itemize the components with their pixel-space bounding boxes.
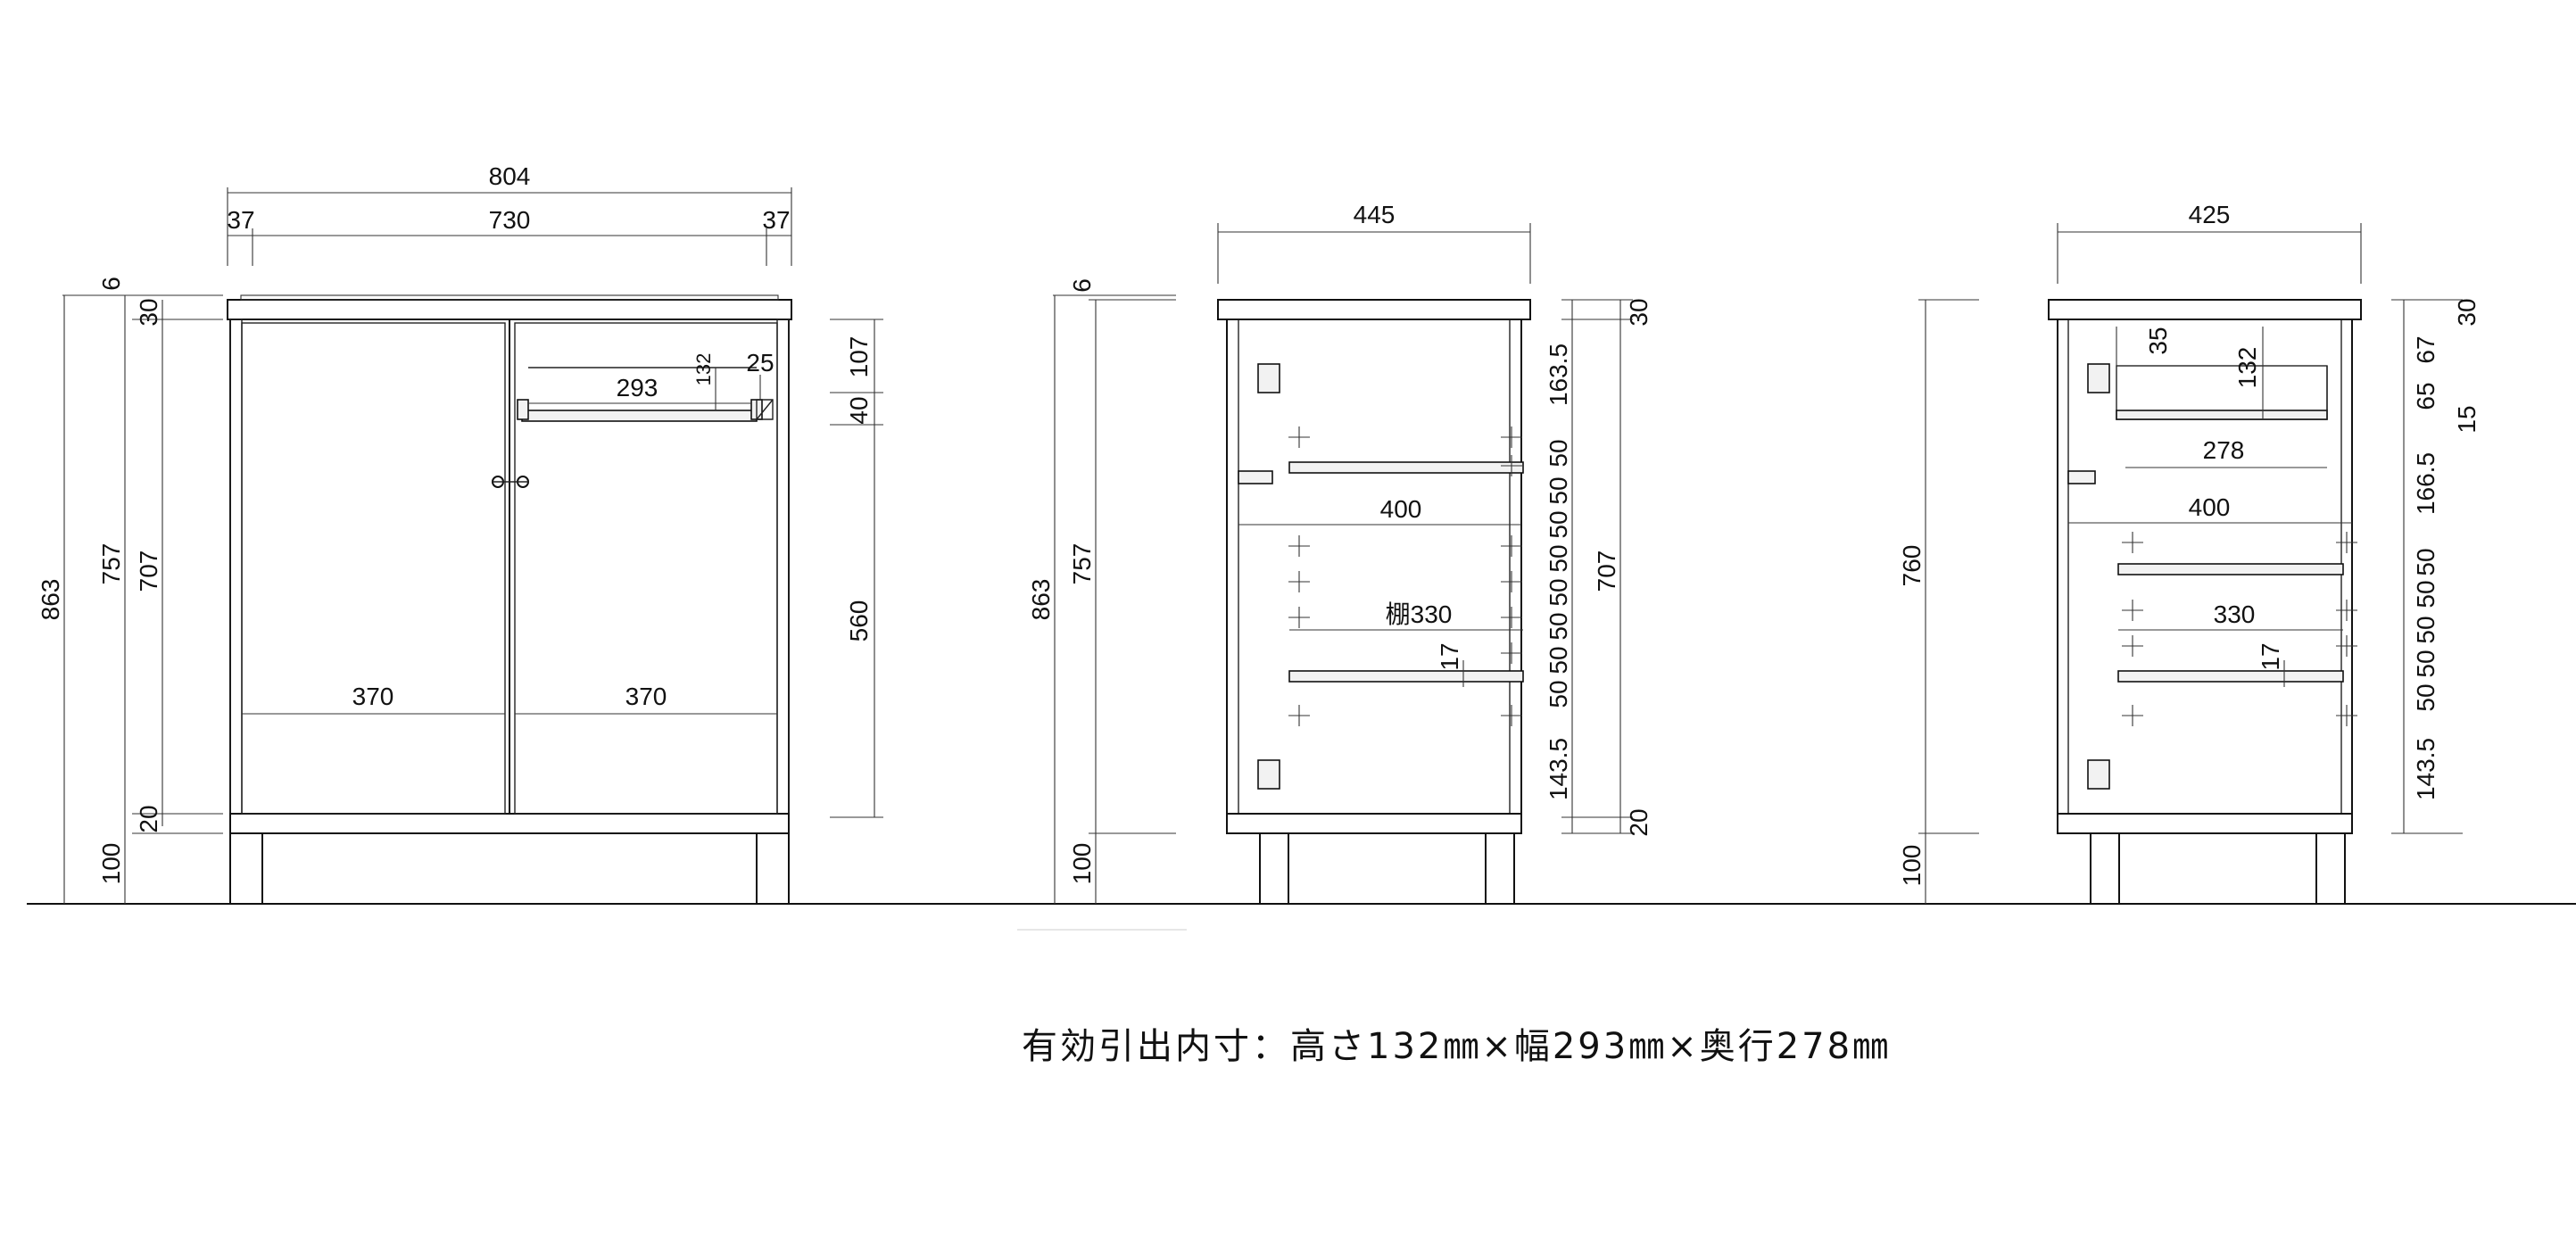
front-dim-drawer-rail: 40 — [845, 396, 873, 424]
front-leg-right — [756, 832, 790, 905]
front-dim-door-left: 370 — [352, 683, 394, 710]
front-dim-drawer-zone: 107 — [845, 336, 873, 378]
center-shelf-pins — [1288, 426, 1522, 726]
front-drawer-box — [521, 410, 758, 422]
front-dim-door-right: 370 — [625, 683, 667, 710]
front-dim-30: 30 — [135, 298, 162, 326]
front-dim-730: 730 — [489, 206, 531, 234]
right-dim-pitch-5: 50 — [2412, 683, 2439, 711]
right-dim-pitch-1: 50 — [2412, 548, 2439, 575]
right-dim-100: 100 — [1898, 845, 1926, 887]
right-dim-30: 30 — [2453, 298, 2481, 326]
right-bottom-board — [2057, 813, 2353, 834]
front-top-board-edge — [240, 294, 779, 301]
center-dim-707: 707 — [1593, 550, 1620, 592]
center-dim-863: 863 — [1027, 579, 1055, 621]
center-dim-17: 17 — [1436, 642, 1463, 670]
front-dim-drawer-gap: 25 — [746, 349, 774, 377]
side-view-center: 445 863 757 6 100 400 棚330 17 30 707 20 … — [1027, 201, 1652, 905]
front-dim-drawer-height: 132 — [692, 353, 715, 386]
right-dim-143-5: 143.5 — [2412, 738, 2439, 800]
center-hinge-top — [1257, 363, 1280, 393]
center-shelf-top — [1288, 461, 1524, 474]
front-dim-door-zone: 560 — [845, 600, 873, 642]
right-shelf-pins — [2122, 532, 2357, 726]
front-dim-drawer-width: 293 — [617, 374, 658, 401]
right-leg-right — [2315, 832, 2346, 905]
center-bottom-board — [1226, 813, 1522, 834]
right-hinge-top — [2087, 363, 2110, 393]
center-dim-30: 30 — [1625, 298, 1652, 326]
right-dim-760: 760 — [1898, 545, 1926, 587]
center-leg-left — [1259, 832, 1289, 905]
right-dim-pitch-3: 50 — [2412, 616, 2439, 643]
center-carcass — [1226, 319, 1522, 827]
right-dim-pitch-4: 50 — [2412, 650, 2439, 677]
right-dim-425: 425 — [2189, 201, 2231, 228]
front-dim-37-left: 37 — [227, 206, 254, 234]
center-dim-shelf: 棚330 — [1386, 600, 1453, 628]
right-dim-pitch-2: 50 — [2412, 580, 2439, 608]
right-hinge-bottom — [2087, 759, 2110, 790]
front-drawer-slide-left — [517, 399, 529, 420]
center-leg-right — [1485, 832, 1515, 905]
front-dim-863: 863 — [37, 579, 64, 621]
right-drawer-bottom — [2116, 410, 2328, 420]
right-dim-400: 400 — [2189, 493, 2231, 521]
center-dim-pitch-8: 50 — [1545, 680, 1572, 708]
front-top-board — [227, 299, 792, 320]
center-dim-143-5: 143.5 — [1545, 738, 1572, 800]
front-dim-707: 707 — [135, 550, 162, 592]
right-dim-278: 278 — [2203, 436, 2245, 464]
right-dim-15: 15 — [2453, 405, 2481, 433]
center-dim-pitch-2: 50 — [1545, 476, 1572, 504]
right-shelf-top — [2117, 563, 2344, 575]
right-drawer-slide — [2067, 470, 2096, 484]
front-drawer-bracket — [756, 399, 774, 420]
center-dim-445: 445 — [1354, 201, 1396, 228]
right-top-board — [2048, 299, 2362, 320]
right-dim-17: 17 — [2257, 642, 2284, 670]
center-dim-pitch-1: 50 — [1545, 439, 1572, 467]
center-dim-pitch-3: 50 — [1545, 510, 1572, 538]
center-dim-163-5: 163.5 — [1545, 344, 1572, 406]
right-dim-65: 65 — [2412, 382, 2439, 410]
center-dim-400: 400 — [1380, 495, 1422, 523]
front-dim-6: 6 — [97, 277, 125, 291]
center-dim-20: 20 — [1625, 808, 1652, 836]
right-shelf-bottom — [2117, 670, 2344, 683]
front-dim-757: 757 — [97, 543, 125, 585]
center-dim-100: 100 — [1068, 843, 1096, 885]
center-dim-pitch-4: 50 — [1545, 544, 1572, 572]
center-hinge-bottom — [1257, 759, 1280, 790]
right-dim-132: 132 — [2233, 347, 2261, 389]
center-drawer-slide — [1238, 470, 1273, 484]
right-leg-left — [2090, 832, 2120, 905]
center-shelf-bottom — [1288, 670, 1524, 683]
center-dim-pitch-5: 50 — [1545, 578, 1572, 606]
front-dim-804: 804 — [489, 162, 531, 190]
right-dim-330: 330 — [2214, 600, 2256, 628]
center-dim-757: 757 — [1068, 543, 1096, 585]
front-drawer-bracket-diag — [756, 399, 774, 420]
front-leg-left — [229, 832, 263, 905]
right-dim-166-5: 166.5 — [2412, 452, 2439, 515]
front-dim-100: 100 — [97, 843, 125, 885]
center-dim-pitch-7: 50 — [1545, 646, 1572, 674]
front-left-door — [241, 322, 506, 815]
side-view-right: 425 760 100 35 132 278 400 330 17 30 67 … — [1898, 201, 2481, 905]
front-view: 804 37 730 37 863 757 707 6 30 20 100 37… — [37, 162, 883, 905]
right-dim-67: 67 — [2412, 335, 2439, 363]
front-right-door — [514, 322, 778, 815]
center-dim-pitch-6: 50 — [1545, 612, 1572, 640]
center-dim-6: 6 — [1068, 278, 1096, 293]
front-bottom-board — [229, 813, 790, 834]
center-top-board — [1217, 299, 1531, 320]
front-dim-37-right: 37 — [762, 206, 790, 234]
drawer-inner-dimensions-caption: 有効引出内寸：高さ132㎜×幅293㎜×奥行278㎜ — [1022, 1026, 1892, 1067]
front-dim-20: 20 — [135, 805, 162, 832]
right-dim-35: 35 — [2144, 327, 2172, 354]
